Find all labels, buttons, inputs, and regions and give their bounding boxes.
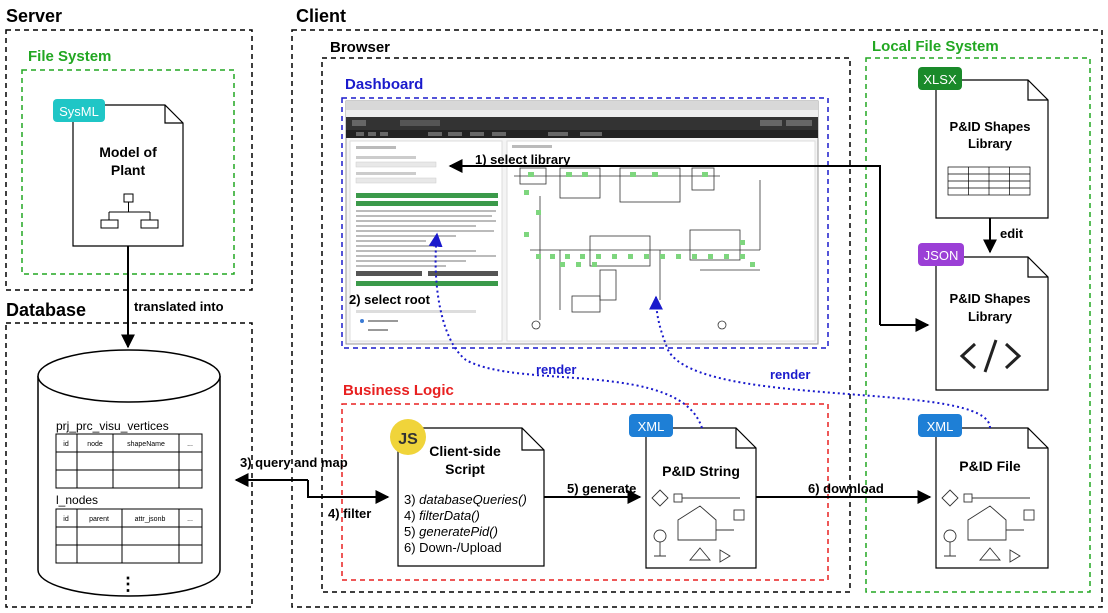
select-root-label: 2) select root (349, 292, 431, 307)
business-logic-title: Business Logic (343, 382, 454, 399)
xml-badge-2 (918, 414, 962, 437)
xlsx-shapes-library-document: XLSX P&ID Shapes Library (918, 67, 1049, 219)
dashboard-frame (341, 97, 829, 349)
xml-badge-1 (629, 414, 673, 437)
svg-text:id: id (63, 516, 69, 523)
table1 (55, 433, 203, 489)
svg-text:XML: XML (638, 419, 665, 434)
script-steps: 3) databaseQueries() 4) filterData() 5) … (404, 492, 527, 555)
pid-diagram-icon (651, 489, 745, 563)
svg-text:XML: XML (927, 419, 954, 434)
local-file-system-title: Local File System (872, 38, 999, 55)
xlsx-badge (918, 67, 962, 90)
pid-diagram-icon (941, 489, 1035, 563)
render-arrow-1 (428, 232, 703, 429)
svg-text:id: id (63, 441, 69, 448)
render-label-2: render (770, 367, 810, 382)
browser-title: Browser (330, 39, 390, 56)
client-title: Client (296, 6, 346, 26)
svg-text:6) Down-/Upload: 6) Down-/Upload (404, 540, 502, 555)
pid-string-label: P&ID String (662, 463, 740, 479)
model-of-plant-label-2: Plant (111, 162, 146, 178)
svg-text:SysML: SysML (59, 104, 99, 119)
svg-text:attr_jsonb: attr_jsonb (135, 516, 166, 523)
file-system-title: File System (28, 48, 111, 65)
model-of-plant-label-1: Model of (99, 144, 157, 160)
dashboard-screenshot (345, 100, 819, 345)
business-logic-frame (341, 403, 829, 581)
script-title-1: Client-side (429, 443, 501, 459)
svg-text:3) databaseQueries(): 3) databaseQueries() (404, 492, 527, 507)
table2-name: l_nodes (56, 493, 98, 507)
sysml-badge (53, 99, 105, 122)
script-title-2: Script (445, 461, 485, 477)
browser-frame (321, 57, 851, 593)
svg-text:shapeName: shapeName (127, 441, 165, 448)
database-cylinder (37, 349, 221, 597)
local-file-system-frame (865, 57, 1091, 593)
filter-label: 4) filter (328, 506, 371, 521)
dashboard-title: Dashboard (345, 76, 423, 93)
svg-text:P&ID Shapes: P&ID Shapes (950, 291, 1031, 306)
svg-text:node: node (87, 441, 103, 448)
server-frame (5, 29, 253, 291)
edit-label: edit (1000, 226, 1024, 241)
table1-name: prj_prc_visu_vertices (56, 419, 169, 433)
svg-text:5) generatePid(): 5) generatePid() (404, 524, 498, 539)
svg-text:P&ID Shapes: P&ID Shapes (950, 119, 1031, 134)
render-arrow-2 (649, 295, 991, 429)
table2 (55, 508, 203, 564)
database-frame (5, 322, 253, 608)
client-frame (291, 29, 1103, 608)
server-title: Server (6, 6, 62, 26)
download-label: 6) download (808, 481, 884, 496)
svg-text:JS: JS (398, 431, 418, 448)
svg-text:JSON: JSON (924, 248, 959, 263)
spreadsheet-icon (947, 166, 1031, 196)
js-badge (390, 419, 426, 455)
svg-text:XLSX: XLSX (923, 72, 957, 87)
select-library-arrow (448, 159, 881, 325)
pid-string-document: XML P&ID String (629, 414, 757, 569)
svg-text:...: ... (187, 441, 193, 448)
database-title: Database (6, 300, 86, 320)
code-icon (959, 339, 1022, 373)
svg-text:...: ... (187, 516, 193, 523)
svg-text:Library: Library (968, 136, 1013, 151)
more-tables-ellipsis: ⋮ (119, 574, 137, 594)
translated-into-label: translated into (134, 299, 224, 314)
query-and-map-label: 3) query and map (240, 455, 348, 470)
pid-file-label: P&ID File (959, 458, 1021, 474)
pid-file-document: XML P&ID File (918, 414, 1049, 569)
svg-text:parent: parent (89, 516, 109, 523)
client-side-script-document: JS Client-side Script 3) databaseQueries… (390, 419, 545, 567)
render-label-1: render (536, 362, 576, 377)
select-library-label: 1) select library (475, 152, 571, 167)
model-of-plant-document: SysML Model of Plant (53, 99, 184, 247)
svg-text:4) filterData(): 4) filterData() (404, 508, 480, 523)
json-shapes-library-document: JSON P&ID Shapes Library (918, 243, 1049, 391)
hierarchy-icon (100, 193, 159, 229)
svg-text:Library: Library (968, 309, 1013, 324)
generate-label: 5) generate (567, 481, 636, 496)
json-badge (918, 243, 964, 266)
